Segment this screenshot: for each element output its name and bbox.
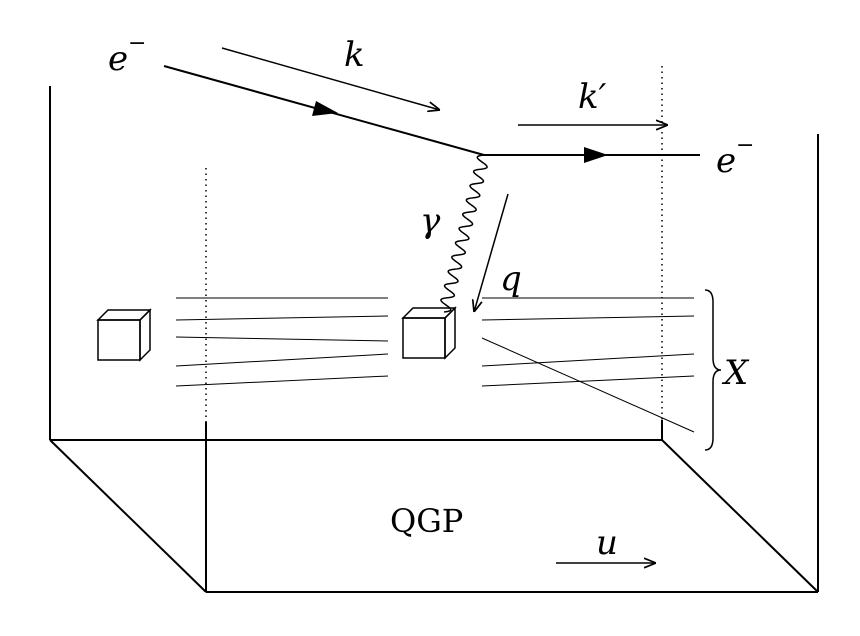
q-momentum-arrow [474,193,509,312]
incoming-electron-line [163,65,485,156]
left-cube-front [97,319,141,361]
label-electron-out-symbol: e [716,141,736,181]
k-momentum-arrow [221,47,440,110]
left-fragment-line [175,336,389,342]
label-u: u [596,523,618,563]
left-fragment-line [175,353,389,367]
left-hadron-cube [96,308,152,362]
outgoing-electron-arrowhead [584,147,608,163]
hadronic-final-state-lines [481,297,695,433]
box-left-floor-edge [49,439,207,593]
final-state-line [481,375,695,387]
final-state-line [481,315,695,321]
label-k-prime: k′ [578,77,607,117]
outgoing-electron-line [484,147,700,163]
label-qgp: QGP [390,502,463,540]
label-gamma: γ [420,201,441,241]
left-cube-side [139,308,151,362]
label-electron-in: e − [108,31,146,79]
label-q: q [500,259,522,299]
box-right-floor-edge [661,439,819,593]
left-fragment-line [175,315,389,321]
qgp-box [49,66,819,593]
left-fragment-lines [175,297,389,387]
final-state-line [481,353,695,367]
label-k: k [344,35,365,75]
label-electron-out-charge: − [736,133,754,158]
struck-hadron-cube [401,306,457,360]
struck-cube-front [402,317,446,359]
left-fragment-line [175,375,389,387]
virtual-photon [440,154,488,313]
label-electron-in-symbol: e [108,39,128,79]
label-electron-in-charge: − [128,31,146,56]
struck-cube-side [444,306,456,360]
label-X: X [721,353,750,393]
label-electron-out: e − [716,133,754,181]
final-state-brace [704,289,722,451]
incoming-electron-arrowhead [312,101,338,116]
final-state-line [481,337,695,433]
